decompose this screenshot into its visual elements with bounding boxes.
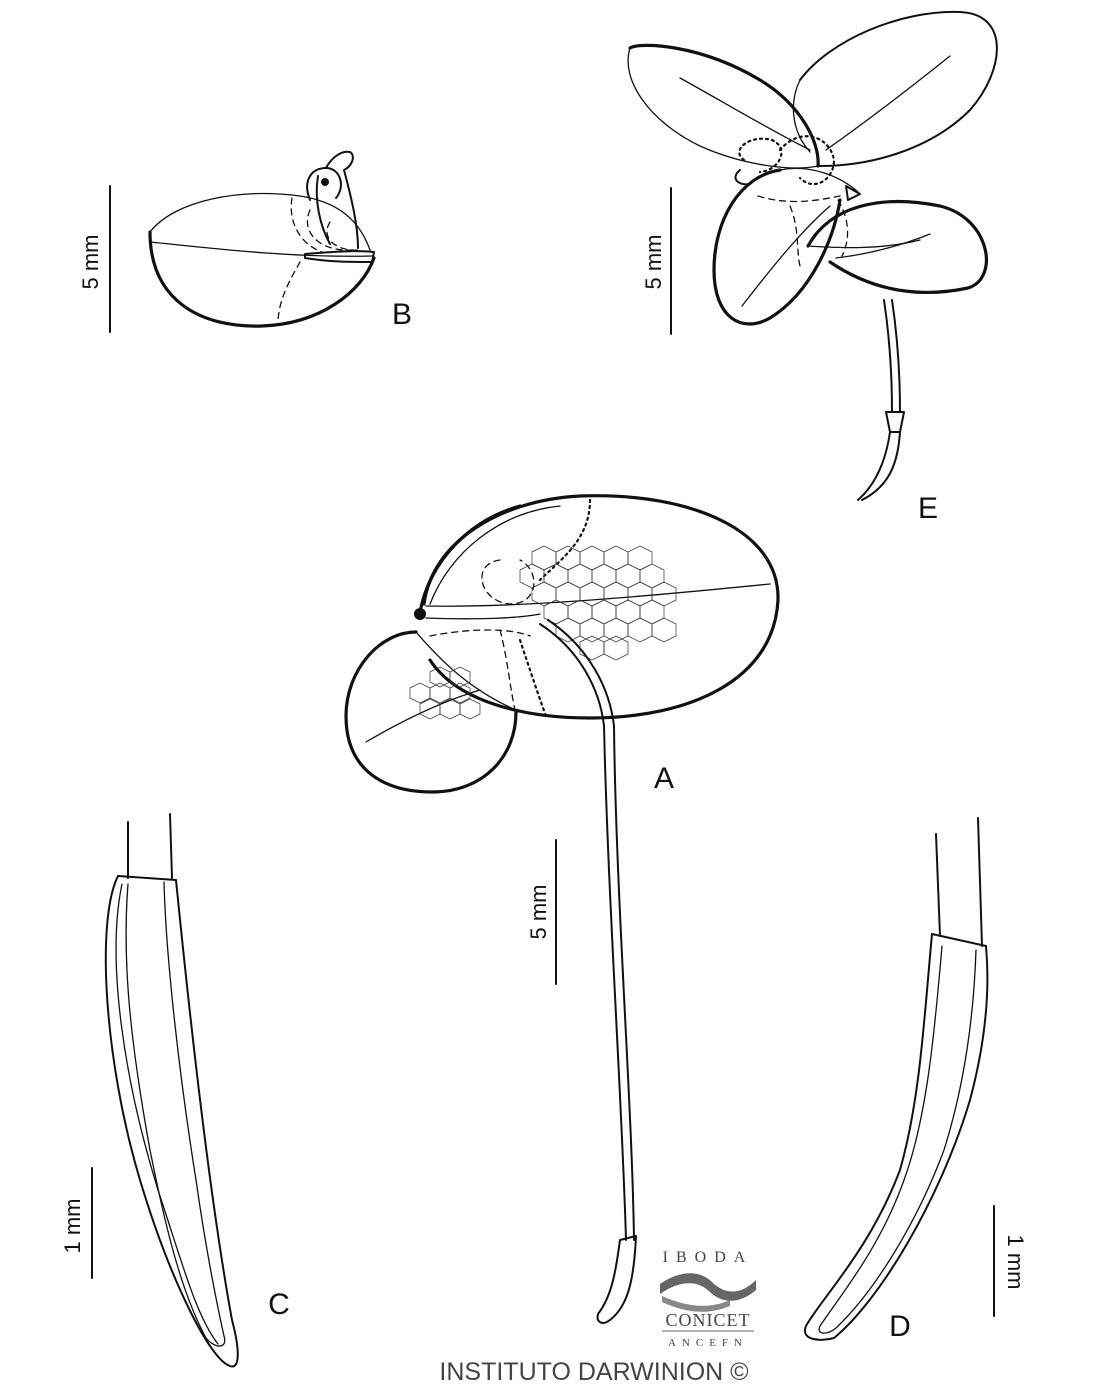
svg-text:1 mm: 1 mm	[60, 1199, 85, 1254]
panel-label-a: A	[654, 762, 674, 795]
svg-text:5 mm: 5 mm	[526, 885, 551, 940]
panel-a-drawing	[344, 494, 780, 1324]
scale-bar-e: 5 mm	[641, 187, 672, 335]
svg-text:CONICET: CONICET	[666, 1310, 751, 1330]
panel-c-drawing	[104, 813, 239, 1368]
svg-text:IBODA: IBODA	[663, 1249, 754, 1266]
panel-d-drawing	[803, 817, 989, 1341]
panel-label-e: E	[918, 492, 938, 525]
scale-bar-c: 1 mm	[60, 1167, 93, 1279]
iboda-conicet-logo: IBODA CONICET ANCEFN	[660, 1249, 756, 1349]
panel-e-drawing	[627, 10, 998, 501]
scale-bar-b: 5 mm	[78, 185, 111, 333]
panel-label-d: D	[889, 1310, 911, 1343]
svg-text:5 mm: 5 mm	[641, 235, 666, 290]
panel-label-c: C	[268, 1288, 290, 1321]
panel-label-b: B	[392, 298, 412, 331]
credit-line: INSTITUTO DARWINION ©	[439, 1358, 749, 1386]
logo-wave-icon	[660, 1273, 756, 1301]
svg-text:1 mm: 1 mm	[1003, 1235, 1028, 1290]
scale-bar-a: 5 mm	[526, 839, 557, 985]
scale-bar-d: 1 mm	[993, 1205, 1028, 1317]
svg-text:5 mm: 5 mm	[78, 235, 103, 290]
panel-b-drawing	[148, 150, 376, 328]
svg-text:ANCEFN: ANCEFN	[668, 1337, 748, 1349]
